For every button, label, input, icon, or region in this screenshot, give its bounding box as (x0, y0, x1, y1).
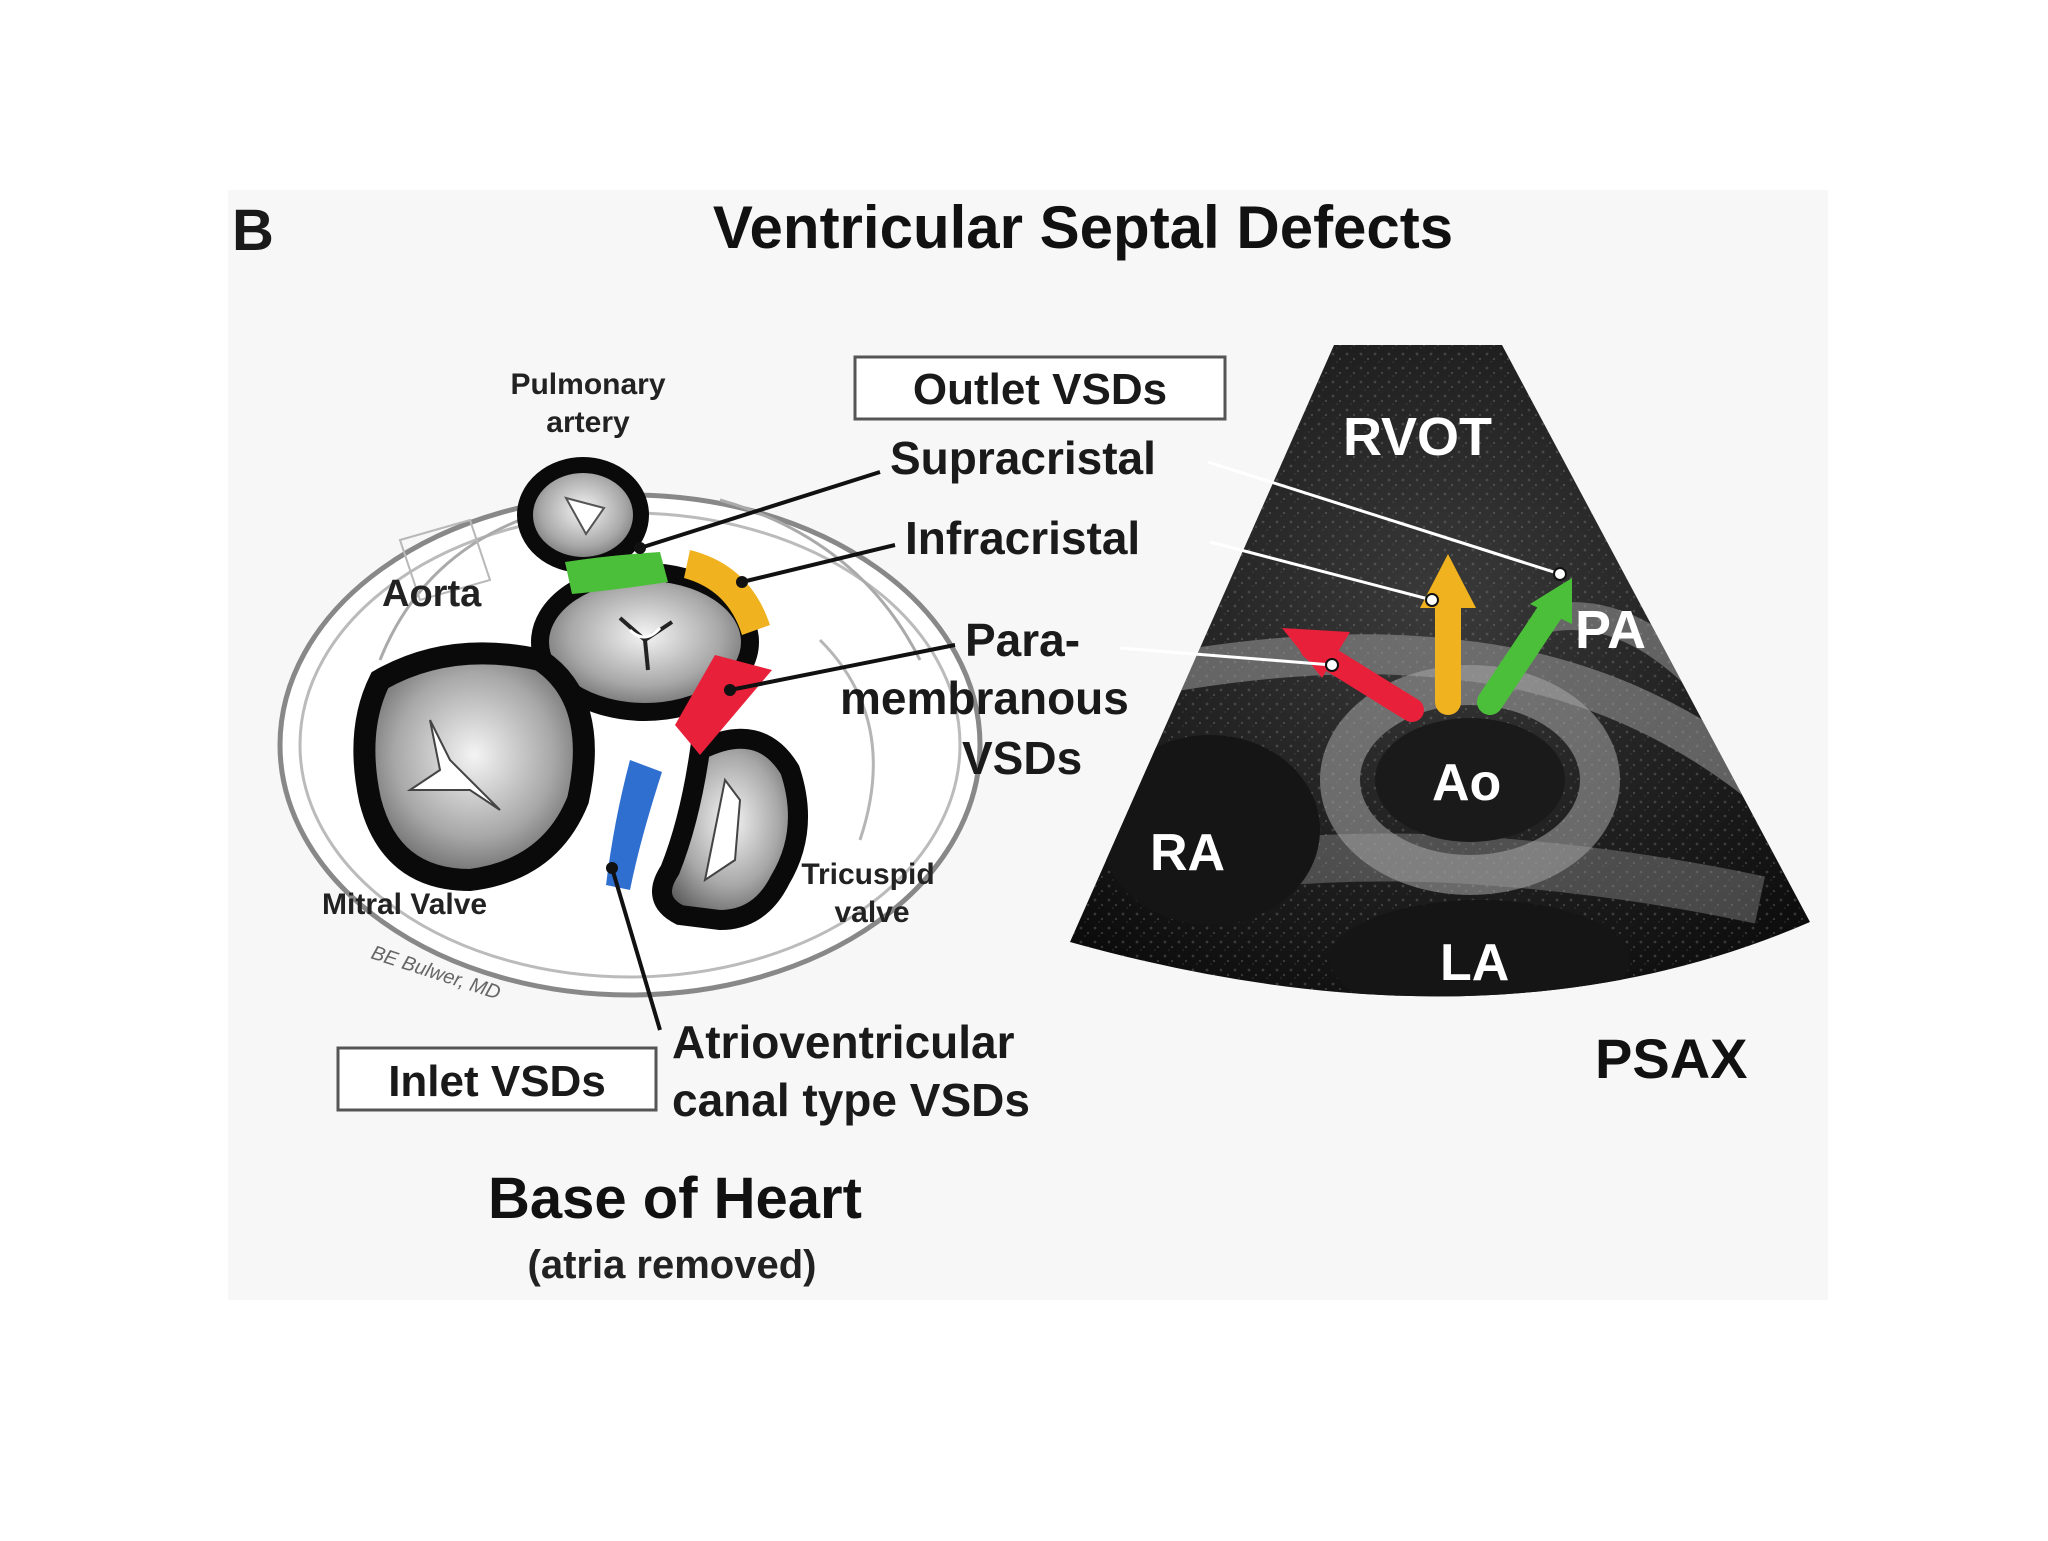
infracristal-region (684, 550, 770, 635)
av-canal-label-2: canal type VSDs (672, 1074, 1030, 1126)
caption-subtitle: (atria removed) (528, 1243, 817, 1287)
inlet-vsds-box (336, 1046, 658, 1112)
echo-label-rvot: RVOT (1343, 407, 1492, 467)
label-mitral-valve: Mitral Valve (322, 888, 487, 921)
leader-para-right (1119, 646, 1333, 667)
caption-title: Base of Heart (488, 1166, 862, 1231)
echo-label-pa: PA (1575, 600, 1646, 660)
av-canal-label-1: Atrioventricular (672, 1016, 1015, 1068)
inlet-vsds-label: Inlet VSDs (388, 1057, 606, 1106)
leader-supracristal-left (639, 470, 881, 550)
echo-label-ra: RA (1150, 824, 1225, 882)
inlet-region (606, 760, 662, 890)
leader-infracristal-right (1209, 540, 1433, 602)
leader-para-left (729, 643, 956, 692)
label-tricuspid-2: valve (834, 896, 909, 929)
panel-letter: B (232, 198, 274, 263)
paramembranous-label-3: VSDs (962, 732, 1082, 784)
label-aorta: Aorta (382, 573, 482, 615)
leader-infracristal-left (741, 543, 896, 584)
supracristal-region (565, 552, 668, 594)
infracristal-label: Infracristal (905, 512, 1140, 564)
paramembranous-label-1: Para- (965, 614, 1080, 666)
pulmonary-artery-valve (517, 457, 649, 573)
outlet-vsds-box (853, 355, 1227, 421)
supracristal-arrow (1477, 578, 1572, 715)
paramembranous-region (675, 655, 772, 755)
supracristal-label: Supracristal (890, 432, 1156, 484)
figure-title: Ventricular Septal Defects (713, 194, 1453, 261)
leader-inlet (610, 867, 662, 1031)
psax-view-label: PSAX (1595, 1027, 1748, 1090)
label-pulmonary-artery-1: Pulmonary (510, 368, 665, 401)
callouts: Outlet VSDs Supracristal Infracristal Pa… (336, 355, 1227, 1126)
leader-supracristal-right (1207, 460, 1561, 576)
outlet-vsds-label: Outlet VSDs (913, 365, 1167, 414)
label-tricuspid-1: Tricuspid (801, 858, 934, 891)
mitral-valve (353, 642, 595, 892)
echo-label-la: LA (1440, 934, 1509, 992)
tricuspid-valve (652, 728, 808, 931)
label-pulmonary-artery-2: artery (546, 406, 630, 439)
echo-label-ao: Ao (1432, 754, 1501, 812)
heart-base-drawing: Pulmonary artery Aorta Mitral Valve Tric… (277, 368, 983, 1004)
paramembranous-arrow (1282, 628, 1424, 722)
paramembranous-label-2: membranous (840, 672, 1129, 724)
